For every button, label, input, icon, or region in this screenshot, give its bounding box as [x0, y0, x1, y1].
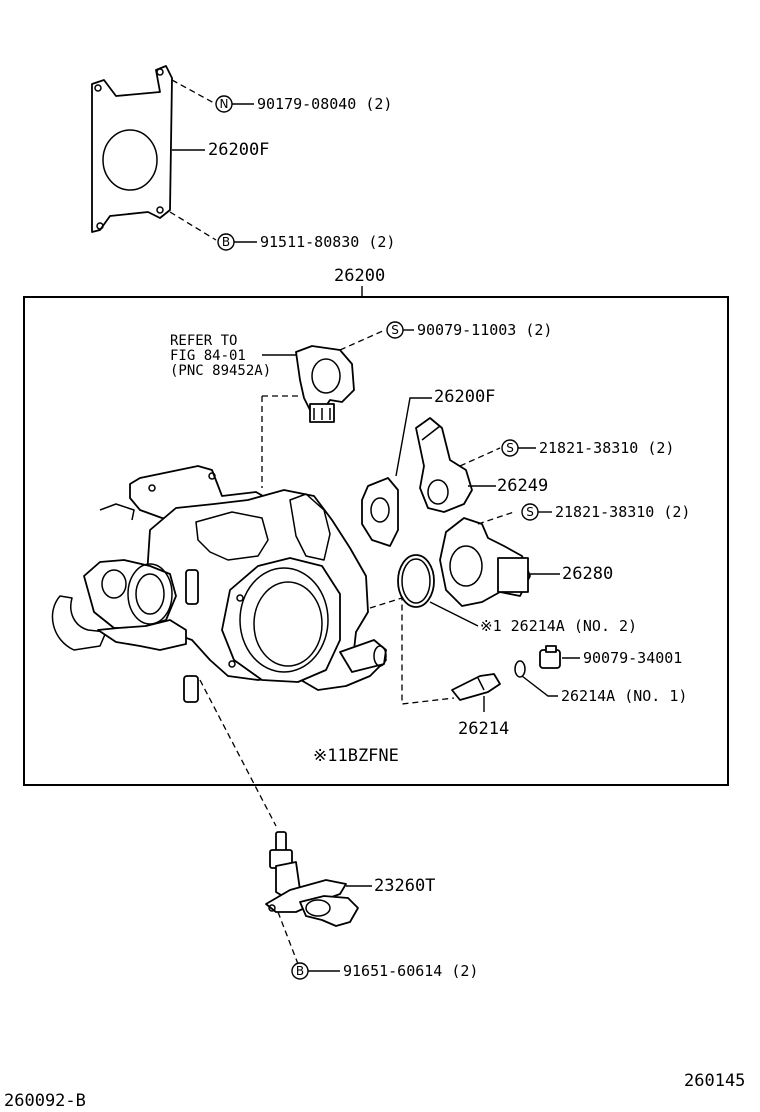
refer-line-1: REFER TO — [170, 333, 237, 349]
b-symbol-top: B — [222, 235, 230, 249]
temperature-sensor — [451, 673, 501, 701]
label-91651-60614: 91651-60614 (2) — [343, 962, 478, 980]
label-26200f-top: 26200F — [208, 140, 269, 160]
n-symbol: N — [220, 97, 229, 111]
refer-line-3: (PNC 89452A) — [170, 363, 271, 379]
o-ring-no1 — [514, 660, 526, 678]
label-26200f-inner: 26200F — [434, 387, 495, 407]
air-valve-gasket — [361, 477, 399, 547]
label-91511-80830: 91511-80830 (2) — [260, 233, 395, 251]
label-90179-08040: 90179-08040 (2) — [257, 95, 392, 113]
label-26214a-no2: ※1 26214A (NO. 2) — [480, 617, 637, 635]
figure-code-left: 260092-B — [4, 1091, 86, 1111]
label-note: ※11BZFNE — [313, 746, 399, 766]
throttle-body — [51, 465, 387, 703]
throttle-position-sensor-lower — [265, 831, 359, 927]
label-90079-34001: 90079-34001 — [583, 649, 682, 667]
throttle-gasket-top — [91, 65, 173, 233]
refer-line-2: FIG 84-01 — [170, 348, 246, 364]
label-26200: 26200 — [334, 266, 385, 286]
s-symbol-2: S — [506, 441, 514, 455]
label-26280: 26280 — [562, 564, 613, 584]
label-23260t: 23260T — [374, 876, 435, 896]
throttle-position-sensor — [295, 345, 355, 423]
label-26249: 26249 — [497, 476, 548, 496]
assembly-box — [23, 296, 729, 786]
figure-code-right: 260145 — [684, 1071, 745, 1091]
drain-plug — [539, 645, 561, 669]
o-ring-no2 — [397, 554, 435, 608]
label-21821-38310-b: 21821-38310 (2) — [555, 503, 690, 521]
label-21821-38310-a: 21821-38310 (2) — [539, 439, 674, 457]
s-symbol-1: S — [391, 323, 399, 337]
b-symbol-bottom: B — [296, 964, 304, 978]
air-valve-solenoid — [439, 517, 531, 607]
label-26214: 26214 — [458, 719, 509, 739]
idle-air-control-housing — [415, 417, 473, 513]
label-90079-11003: 90079-11003 (2) — [417, 321, 552, 339]
s-symbol-3: S — [526, 505, 534, 519]
label-26214a-no1: 26214A (NO. 1) — [561, 687, 687, 705]
